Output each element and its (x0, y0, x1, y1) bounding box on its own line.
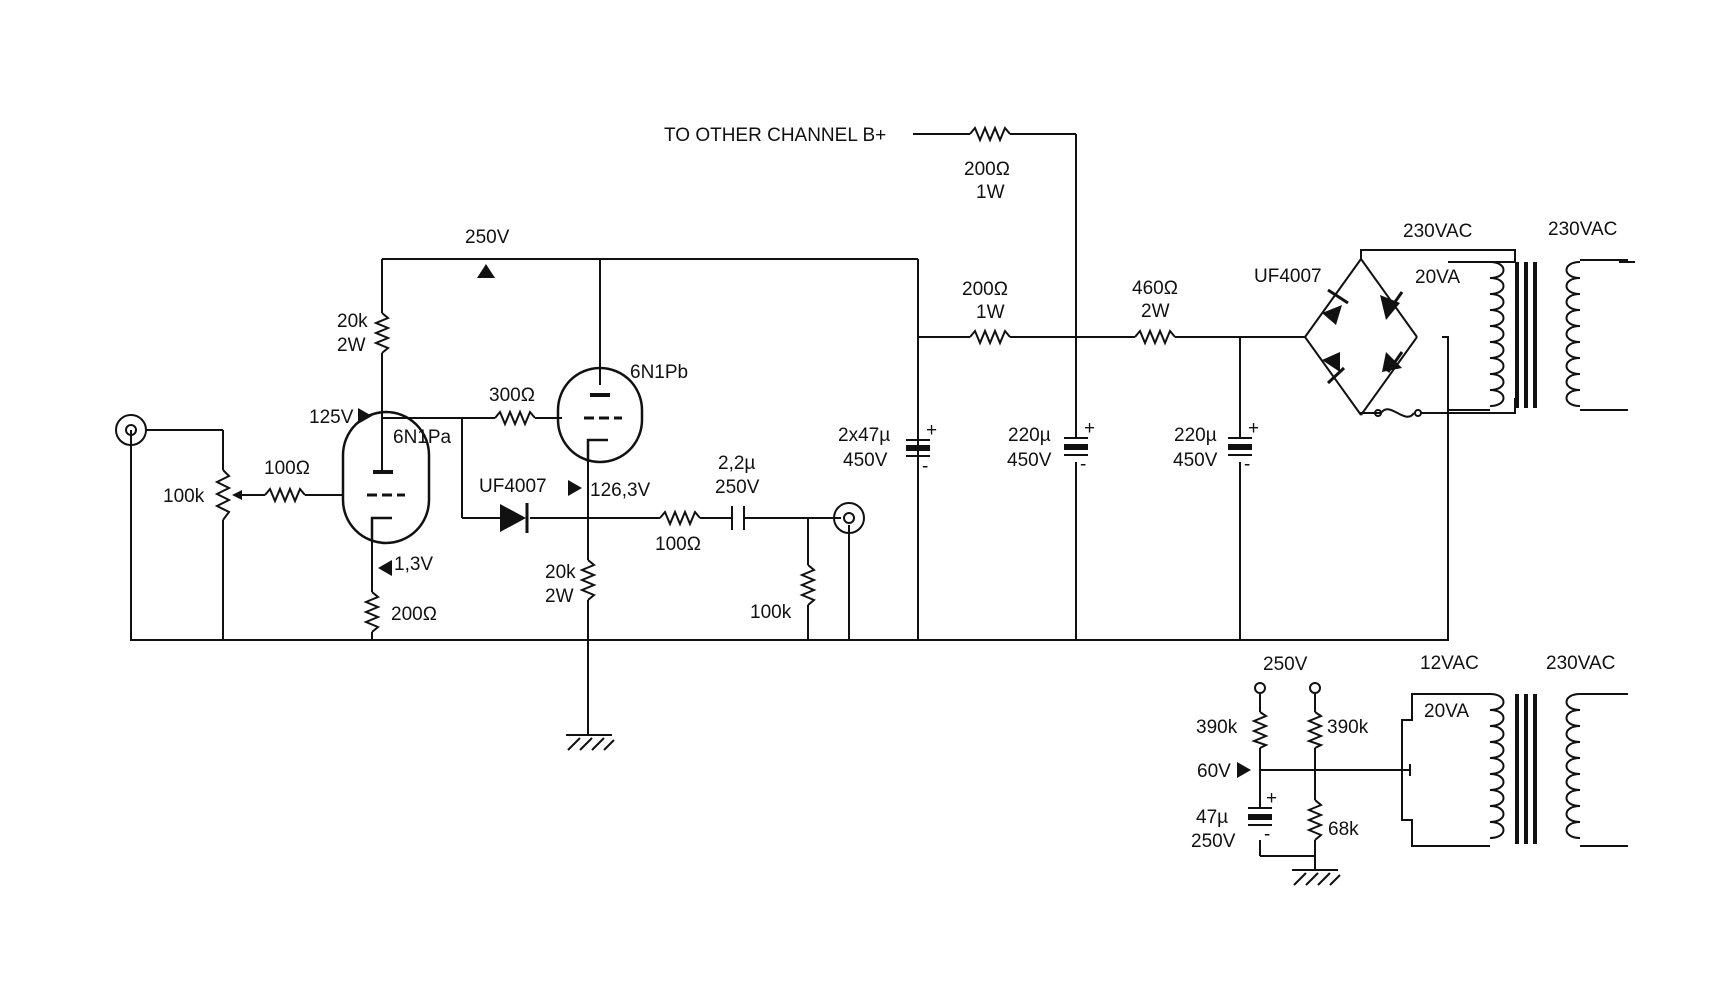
svg-text:+: + (926, 420, 937, 441)
label-tube-b-name: 6N1Pb (630, 362, 688, 383)
label-r-filter1-power: 1W (976, 302, 1005, 323)
label-r-div-top-right: 390k (1327, 717, 1369, 738)
label-tr2-primary: 230VAC (1546, 653, 1615, 674)
diode-bridge (1304, 258, 1418, 416)
ground-symbol-main (566, 734, 615, 751)
label-heater-supply-voltage: 250V (1263, 654, 1308, 675)
marker-heater-bias (1237, 762, 1251, 778)
label-r-grid-a: 100Ω (264, 458, 310, 479)
label-r-other-ch-power: 1W (976, 182, 1005, 203)
label-tube-a-name: 6N1Pa (393, 427, 452, 448)
label-r-plate-a-power: 2W (337, 335, 366, 356)
label-c1-voltage: 450V (843, 450, 888, 471)
resistor-filter-1 (969, 328, 1011, 346)
label-r-grid-b: 300Ω (489, 385, 535, 406)
label-r-cathode-b-power: 2W (545, 586, 574, 607)
label-b-plus-voltage: 250V (465, 227, 510, 248)
resistor-other-channel (969, 125, 1011, 143)
diode-signal (500, 503, 529, 533)
label-r-filter1-value: 200Ω (962, 279, 1008, 300)
label-tr2-secondary: 12VAC (1420, 653, 1479, 674)
resistor-plate-a (373, 312, 391, 354)
label-cap-out-voltage: 250V (715, 477, 760, 498)
label-cathode-b-voltage: 126,3V (590, 480, 651, 501)
label-c3-value: 220µ (1174, 425, 1217, 446)
labels: TO OTHER CHANNEL B+ 200Ω 1W 250V 20k 2W … (163, 125, 1617, 852)
svg-text:+: + (1266, 788, 1277, 809)
terminal-250v-right (1309, 682, 1321, 694)
label-diode-signal: UF4007 (479, 476, 547, 497)
terminal-250v-left (1254, 682, 1266, 694)
label-r-cathode-a: 200Ω (391, 604, 437, 625)
svg-text:-: - (922, 456, 928, 477)
label-r-cathode-b-value: 20k (545, 562, 576, 583)
label-c1-value: 2x47µ (838, 425, 890, 446)
label-c-heater-voltage: 250V (1191, 831, 1236, 852)
label-tr2-power: 20VA (1424, 701, 1469, 722)
resistor-cathode-a (363, 591, 381, 633)
resistor-filter-2 (1134, 328, 1176, 346)
label-r-out-shunt: 100k (750, 602, 792, 623)
label-c2-voltage: 450V (1007, 450, 1052, 471)
label-cap-out-value: 2,2µ (718, 453, 755, 474)
capacitor-heater-bias: + - (1248, 788, 1277, 845)
svg-text:-: - (1080, 454, 1086, 475)
capacitor-output (731, 506, 745, 530)
resistor-divider-top-right (1306, 711, 1324, 749)
label-r-plate-a-value: 20k (337, 311, 368, 332)
voltage-markers (358, 264, 1321, 778)
output-jack (833, 502, 865, 534)
resistor-output-series (659, 509, 701, 527)
label-tr1-primary: 230VAC (1548, 219, 1617, 240)
label-r-out-series: 100Ω (655, 534, 701, 555)
label-plate-a-voltage: 125V (309, 407, 354, 428)
capacitor-c3: + - (1228, 418, 1259, 475)
marker-plate-a (358, 408, 372, 424)
label-c2-value: 220µ (1008, 425, 1051, 446)
transformer-1 (1448, 261, 1581, 411)
transformer-2 (1489, 693, 1581, 844)
label-r-other-ch-value: 200Ω (964, 159, 1010, 180)
label-r-filter2-power: 2W (1141, 301, 1170, 322)
input-jack (115, 414, 147, 446)
label-c3-voltage: 450V (1173, 450, 1218, 471)
label-pot: 100k (163, 486, 205, 507)
capacitor-c1: + - (906, 420, 937, 477)
label-r-div-bottom: 68k (1328, 819, 1359, 840)
label-diode-bridge: UF4007 (1254, 266, 1322, 287)
tube-b (556, 366, 644, 464)
fuse (1374, 408, 1422, 418)
resistor-output-shunt (799, 564, 817, 606)
label-tr1-power: 20VA (1415, 267, 1460, 288)
resistor-grid-b (494, 409, 536, 427)
marker-cathode-a (378, 560, 392, 576)
wires (130, 133, 1635, 870)
label-tr1-secondary: 230VAC (1403, 221, 1472, 242)
marker-cathode-b (568, 480, 582, 496)
label-cathode-a-voltage: 1,3V (394, 554, 433, 575)
label-r-div-top-left: 390k (1196, 717, 1238, 738)
resistor-divider-bottom (1306, 799, 1324, 841)
resistor-cathode-b (579, 559, 597, 601)
svg-text:-: - (1264, 824, 1270, 845)
label-c-heater-value: 47µ (1196, 807, 1228, 828)
marker-b-plus (477, 264, 495, 278)
resistor-divider-top-left (1251, 711, 1269, 749)
label-r-filter2-value: 460Ω (1132, 278, 1178, 299)
ground-symbol-heater (1292, 869, 1341, 886)
label-to-other-channel: TO OTHER CHANNEL B+ (664, 125, 886, 146)
svg-text:+: + (1248, 418, 1259, 439)
label-heater-bias-voltage: 60V (1197, 761, 1231, 782)
resistor-grid-a (264, 486, 306, 504)
capacitor-c2: + - (1064, 418, 1095, 475)
potentiometer (214, 469, 242, 521)
svg-text:-: - (1244, 454, 1250, 475)
svg-text:+: + (1084, 418, 1095, 439)
